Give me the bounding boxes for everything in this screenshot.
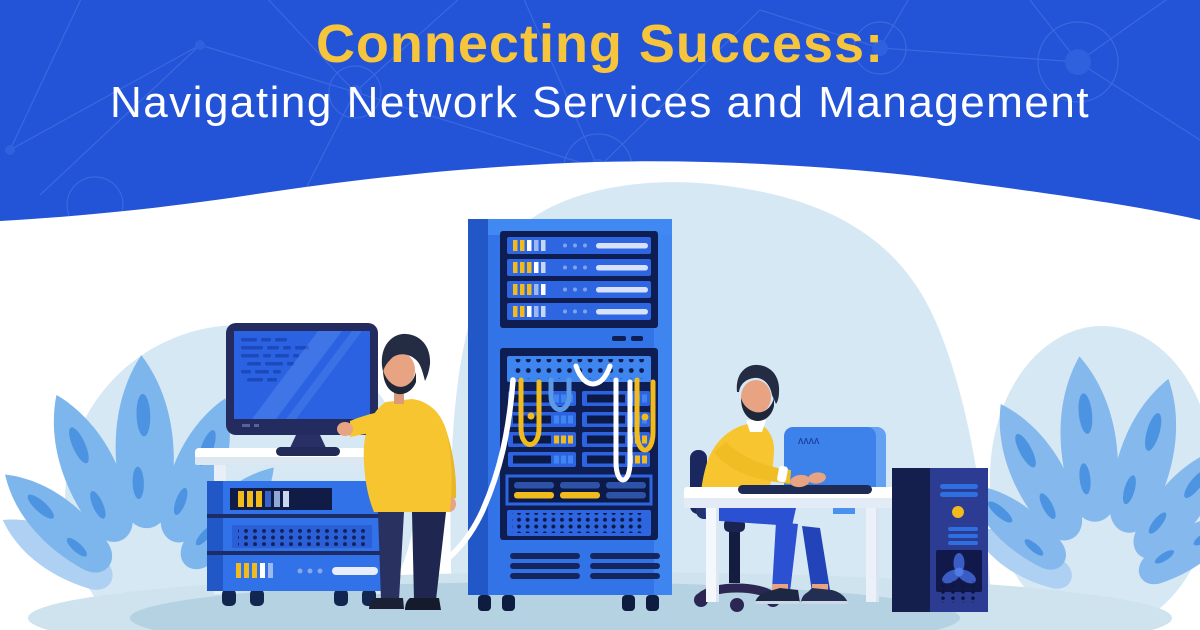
hand bbox=[808, 472, 826, 484]
hair bbox=[381, 333, 431, 381]
hair bbox=[736, 364, 780, 404]
server-stack bbox=[207, 481, 387, 606]
fan-icon bbox=[942, 553, 976, 584]
beard bbox=[383, 370, 416, 395]
cable-blue bbox=[548, 377, 572, 412]
power-light bbox=[952, 506, 964, 518]
banner-subtitle: Navigating Network Services and Manageme… bbox=[109, 78, 1091, 127]
shoe bbox=[755, 588, 800, 603]
cable-white-loop bbox=[613, 377, 633, 483]
keyboard bbox=[738, 485, 872, 494]
cable-white-arc bbox=[573, 363, 613, 387]
rack-cables bbox=[518, 363, 656, 483]
shoe bbox=[405, 598, 441, 610]
rack-server-stripes bbox=[513, 240, 546, 317]
face bbox=[383, 352, 415, 388]
rack-led-bars bbox=[505, 474, 653, 506]
stack-unit3-details bbox=[236, 563, 378, 578]
monitor-screen bbox=[234, 331, 370, 419]
cuff bbox=[777, 465, 788, 483]
banner-title: Connecting Success: bbox=[315, 14, 885, 74]
standing-technician bbox=[337, 333, 457, 610]
stack-vent-dots bbox=[238, 528, 368, 546]
tower-vent-dots bbox=[940, 581, 978, 603]
rack-feet bbox=[478, 595, 659, 611]
rack-top-servers bbox=[507, 237, 651, 320]
desk-workstation: ΛΛΛΛ bbox=[684, 364, 898, 612]
shoe bbox=[801, 588, 848, 603]
desk bbox=[684, 487, 898, 602]
monitor-stand bbox=[289, 435, 327, 450]
left-workstation bbox=[195, 323, 400, 606]
sitting-admin-arm bbox=[714, 442, 826, 488]
stack-unit1-stripes bbox=[238, 491, 289, 507]
collar bbox=[746, 420, 766, 432]
pc-tower bbox=[892, 468, 988, 612]
rack-slots bbox=[510, 553, 660, 579]
server-rack bbox=[468, 219, 672, 611]
cable-yellow bbox=[518, 377, 542, 447]
header-band bbox=[0, 0, 1200, 221]
face bbox=[741, 380, 771, 414]
code-lines bbox=[241, 338, 309, 382]
hand bbox=[337, 422, 353, 436]
cable-yellow-2 bbox=[634, 377, 656, 453]
monitor-logo: ΛΛΛΛ bbox=[798, 437, 820, 446]
workstation-monitor bbox=[226, 323, 378, 456]
cable-white-long bbox=[415, 377, 516, 580]
beard bbox=[741, 398, 774, 421]
hand bbox=[790, 474, 810, 488]
shoe bbox=[369, 598, 404, 609]
